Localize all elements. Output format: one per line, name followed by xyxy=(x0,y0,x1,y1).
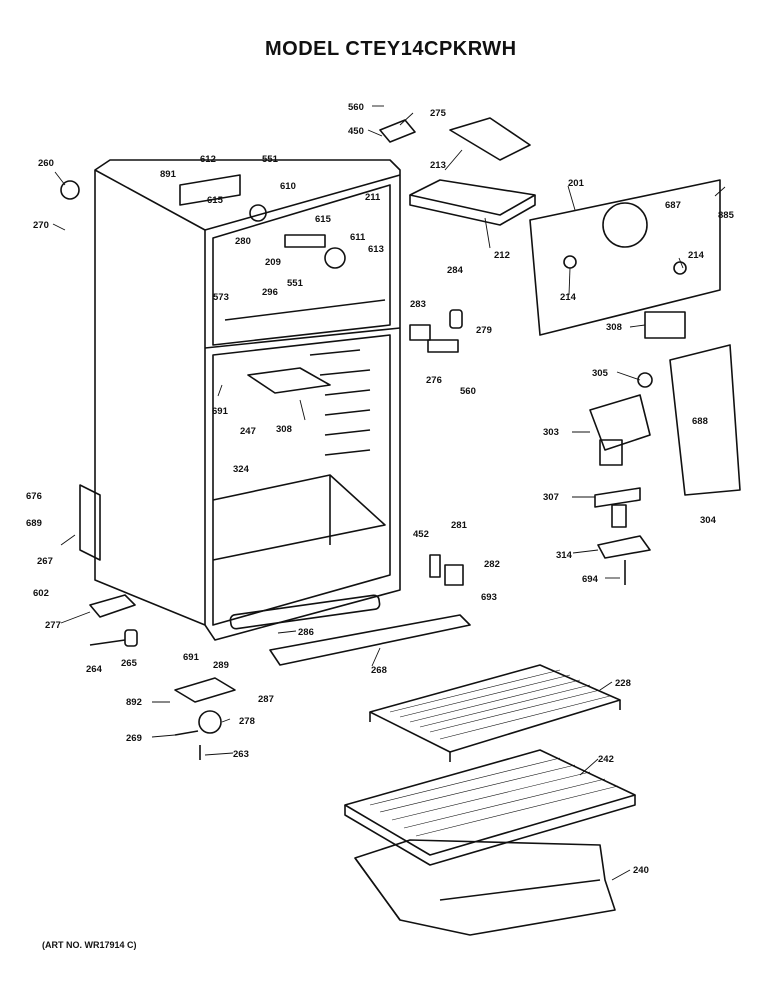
part-label: 676 xyxy=(26,491,42,502)
part-label: 213 xyxy=(430,160,446,171)
part-label: 281 xyxy=(451,520,468,531)
part-label: 242 xyxy=(598,754,614,765)
crisper-cover xyxy=(344,749,636,866)
part-number-labels: 560 275 450 213 260 891 612 551 610 211 … xyxy=(26,102,735,876)
part-label: 687 xyxy=(665,200,681,211)
part-label: 296 xyxy=(262,287,278,298)
part-label: 452 xyxy=(413,529,429,540)
part-label: 611 xyxy=(350,232,366,243)
part-label: 264 xyxy=(86,664,103,675)
part-label: 211 xyxy=(365,192,381,203)
wire-shelf xyxy=(369,664,621,762)
part-label: 268 xyxy=(371,665,387,676)
part-label: 280 xyxy=(235,236,251,247)
part-label: 450 xyxy=(348,126,364,137)
part-label: 201 xyxy=(568,178,585,189)
part-label: 214 xyxy=(560,292,577,303)
part-label: 688 xyxy=(692,416,708,427)
bottom-hardware xyxy=(89,554,471,760)
part-label: 240 xyxy=(633,865,649,876)
part-label: 228 xyxy=(615,678,631,689)
part-label: 247 xyxy=(240,426,256,437)
part-label: 276 xyxy=(426,375,442,386)
evaporator-cover xyxy=(529,179,721,336)
part-label: 308 xyxy=(276,424,292,435)
part-label: 694 xyxy=(582,574,599,585)
part-label: 573 xyxy=(213,292,229,303)
part-label: 324 xyxy=(233,464,250,475)
part-label: 212 xyxy=(494,250,510,261)
part-label: 267 xyxy=(37,556,53,567)
crisper-drawer xyxy=(354,839,616,936)
part-label: 689 xyxy=(26,518,42,529)
part-label: 269 xyxy=(126,733,142,744)
damper-parts xyxy=(247,309,463,394)
part-label: 612 xyxy=(200,154,216,165)
part-label: 308 xyxy=(606,322,622,333)
part-label: 610 xyxy=(280,181,296,192)
freezer-shelf xyxy=(409,117,536,226)
part-label: 209 xyxy=(265,257,281,268)
part-label: 602 xyxy=(33,588,49,599)
part-label: 279 xyxy=(476,325,492,336)
page-title: MODEL CTEY14CPKRWH xyxy=(265,38,517,60)
part-label: 304 xyxy=(700,515,717,526)
part-label: 270 xyxy=(33,220,49,231)
part-label: 277 xyxy=(45,620,61,631)
part-label: 560 xyxy=(348,102,364,113)
part-label: 263 xyxy=(233,749,249,760)
part-label: 286 xyxy=(298,627,314,638)
leader-lines xyxy=(52,105,726,881)
part-label: 303 xyxy=(543,427,559,438)
art-number: (ART NO. WR17914 C) xyxy=(42,940,137,950)
part-label: 289 xyxy=(213,660,229,671)
part-label: 307 xyxy=(543,492,559,503)
part-label: 691 xyxy=(212,406,229,417)
control-housing-parts xyxy=(589,311,741,585)
part-label: 214 xyxy=(688,250,705,261)
part-label: 551 xyxy=(287,278,304,289)
part-label: 693 xyxy=(481,592,497,603)
part-label: 613 xyxy=(368,244,384,255)
part-label: 892 xyxy=(126,697,142,708)
part-label: 560 xyxy=(460,386,476,397)
part-label: 278 xyxy=(239,716,255,727)
part-label: 265 xyxy=(121,658,138,669)
part-label: 885 xyxy=(718,210,735,221)
part-label: 615 xyxy=(207,195,224,206)
part-label: 284 xyxy=(447,265,464,276)
part-label: 305 xyxy=(592,368,609,379)
part-label: 287 xyxy=(258,694,274,705)
part-label: 551 xyxy=(262,154,279,165)
part-label: 314 xyxy=(556,550,573,561)
part-label: 275 xyxy=(430,108,447,119)
part-label: 615 xyxy=(315,214,332,225)
shelf-hatching xyxy=(369,669,619,837)
part-label: 260 xyxy=(38,158,54,169)
refrigerator-cabinet xyxy=(79,159,401,641)
part-label: 282 xyxy=(484,559,500,570)
part-label: 891 xyxy=(160,169,177,180)
part-label: 691 xyxy=(183,652,200,663)
freezer-fan-assembly xyxy=(60,119,416,269)
part-label: 283 xyxy=(410,299,426,310)
